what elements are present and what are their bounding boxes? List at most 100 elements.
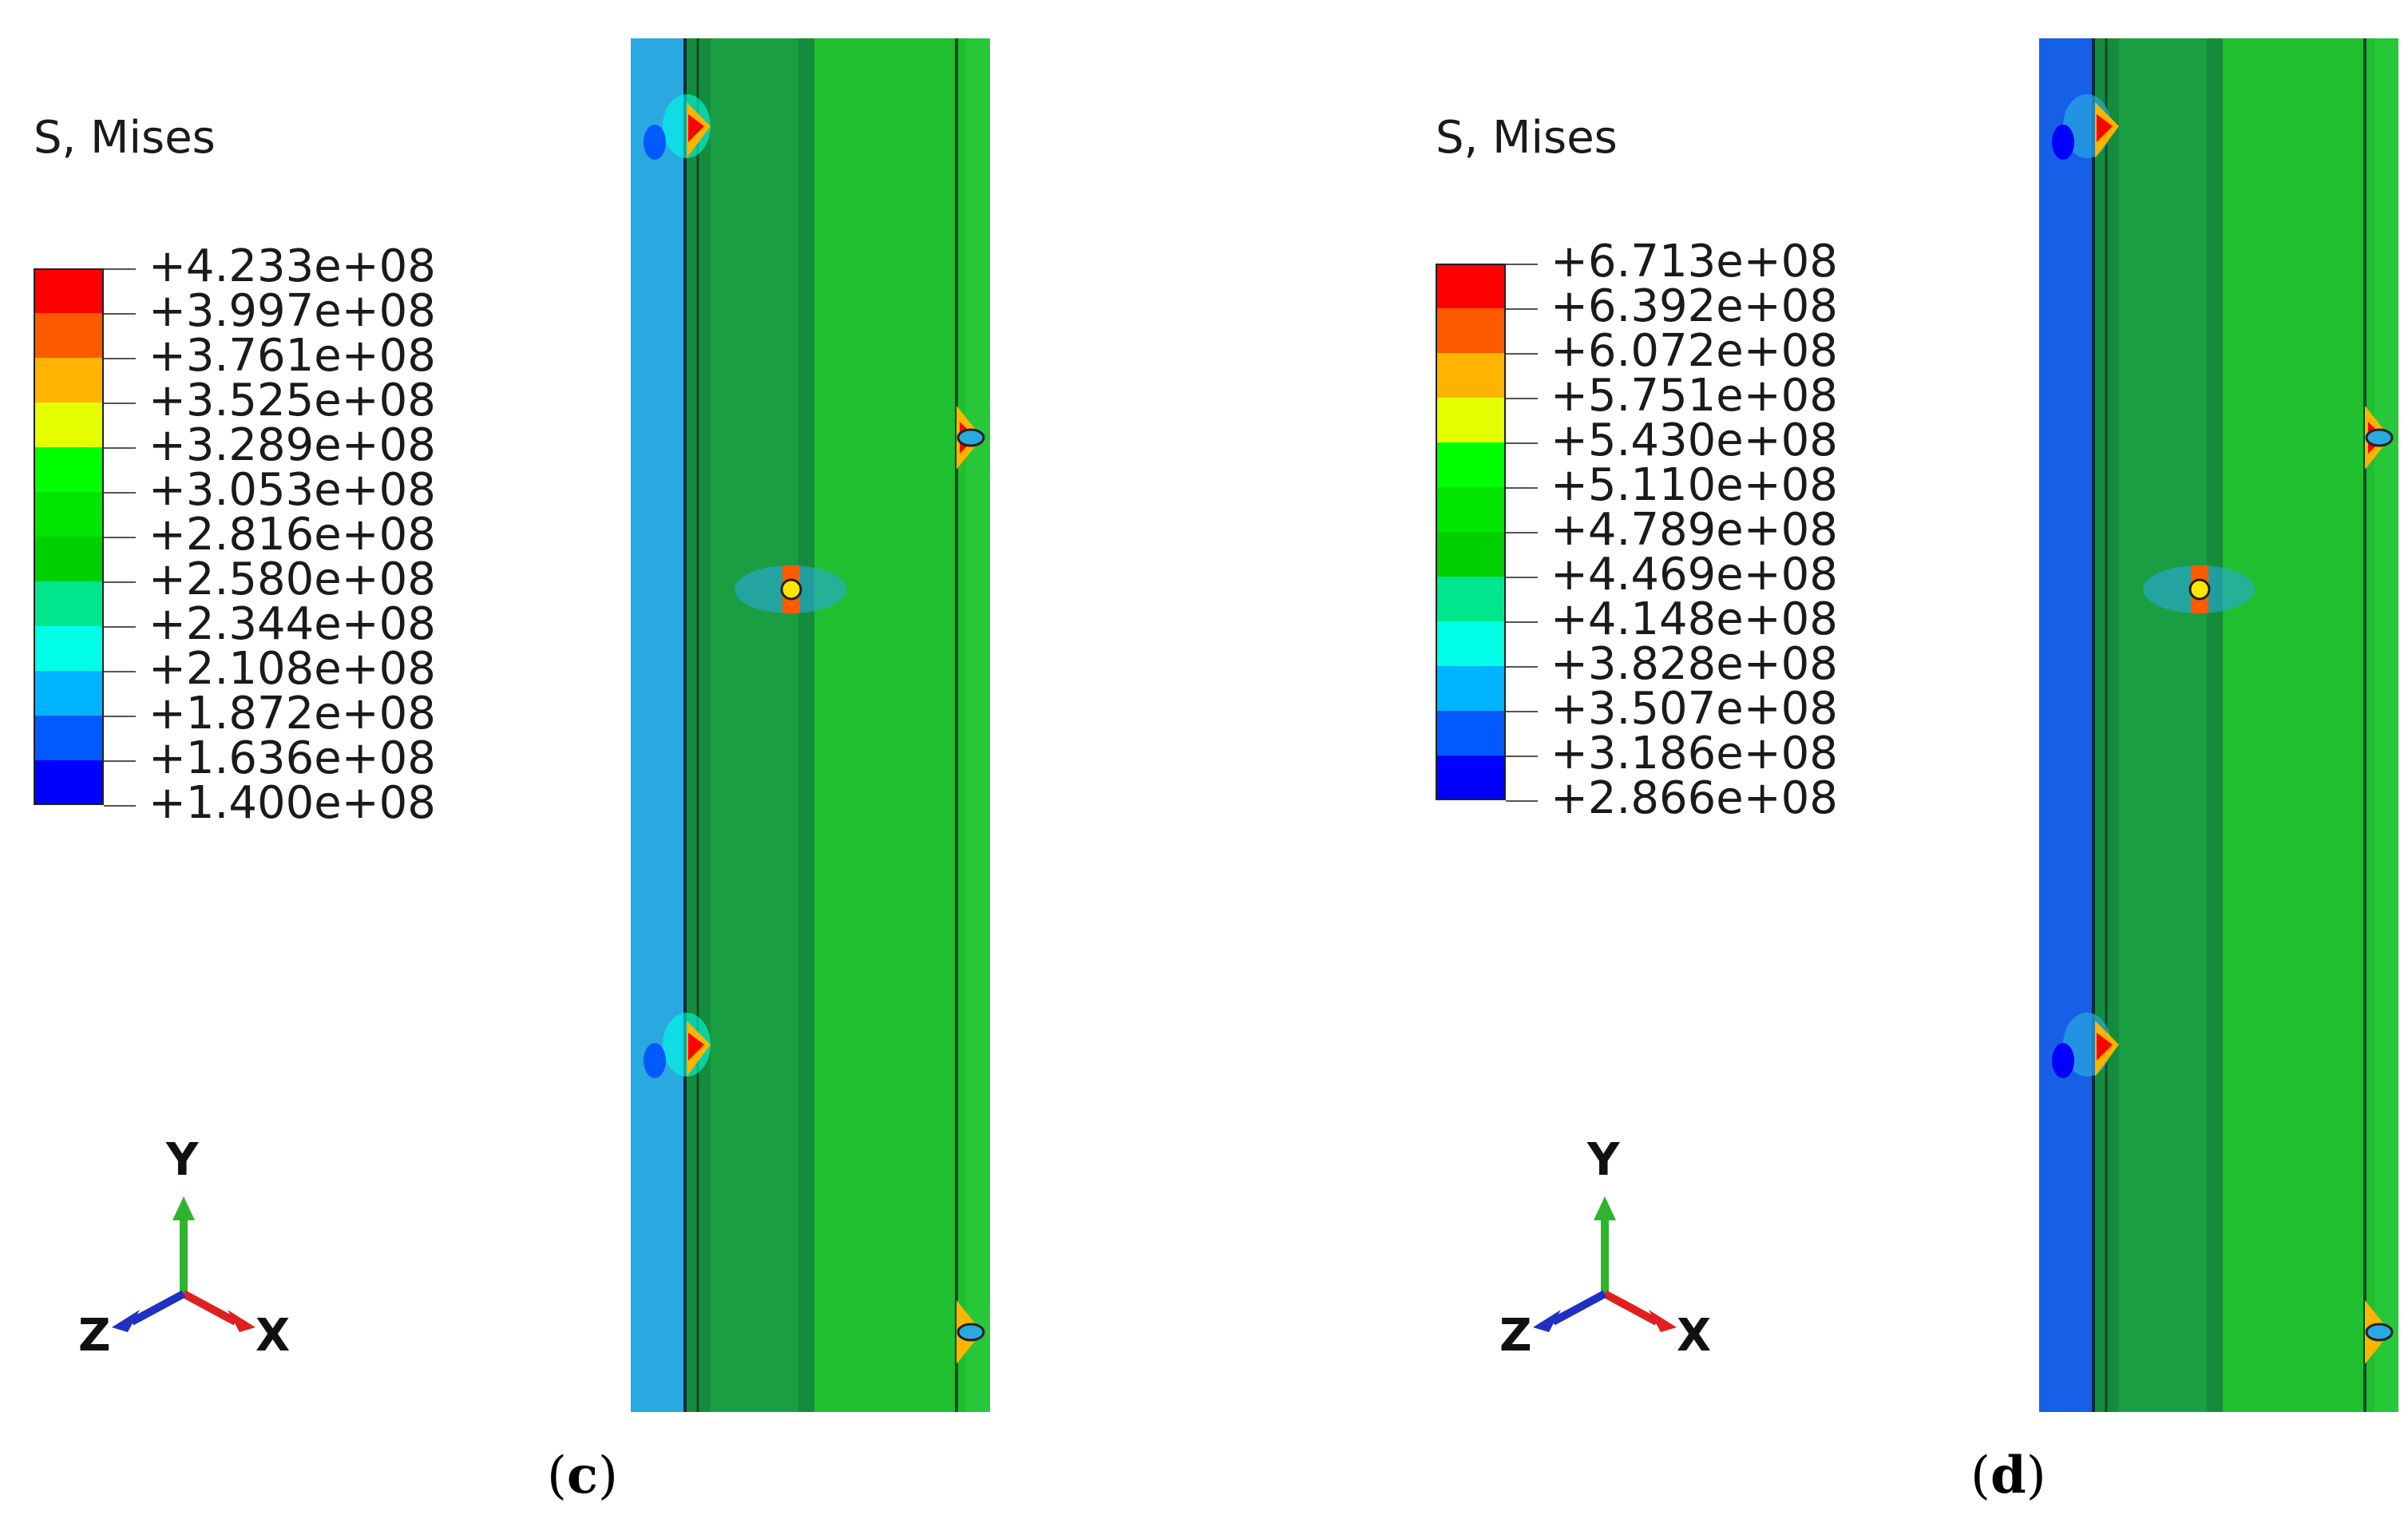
axis-label-z: Z (1499, 1310, 1532, 1362)
legend-tick (1506, 487, 1538, 489)
legend-value-text: +1.400e+08 (149, 777, 436, 829)
stress-contour-model (631, 38, 990, 1412)
stress-concentration-hole (2052, 94, 2119, 160)
legend-value-text: +4.148e+08 (1551, 593, 1838, 645)
legend-swatch (1436, 621, 1506, 666)
legend-swatch (34, 313, 104, 358)
contour-legend-bar (1436, 264, 1506, 800)
legend-value-text: +5.430e+08 (1551, 414, 1838, 466)
legend-swatch (34, 760, 104, 805)
stress-concentration-hole (644, 94, 711, 160)
legend-tick (104, 313, 136, 315)
stress-concentration-hole (735, 565, 846, 613)
legend-tick (1506, 308, 1538, 310)
legend-swatch (1436, 711, 1506, 756)
legend-tick (1506, 532, 1538, 533)
legend-swatch (34, 403, 104, 447)
legend-swatch (1436, 487, 1506, 532)
legend-swatch (34, 358, 104, 403)
legend-value-text: +4.233e+08 (149, 240, 436, 292)
panel-c: S, Mises +4.233e+08+3.997e+08+3.761e+08+… (34, 38, 990, 1505)
legend-swatch (1436, 756, 1506, 800)
stress-concentration-hole (2365, 406, 2394, 470)
legend-value-text: +3.186e+08 (1551, 728, 1838, 779)
legend-tick (1506, 666, 1538, 668)
legend-tick (104, 805, 136, 807)
legend-swatch (34, 268, 104, 313)
stress-concentration-hole (2365, 1300, 2394, 1364)
legend-swatch (34, 716, 104, 760)
legend-swatch (1436, 264, 1506, 308)
legend-tick (1506, 711, 1538, 712)
legend-tick (1506, 577, 1538, 578)
legend-value-text: +5.751e+08 (1551, 370, 1838, 422)
legend-value-text: +2.108e+08 (149, 643, 436, 695)
legend-swatch (1436, 353, 1506, 398)
legend-tick (104, 492, 136, 494)
legend-swatch (34, 492, 104, 537)
axis-label-z: Z (78, 1310, 111, 1362)
legend-tick (104, 581, 136, 583)
legend-value-text: +6.713e+08 (1551, 236, 1838, 288)
legend-swatch (34, 537, 104, 581)
legend-value-text: +2.866e+08 (1551, 772, 1838, 824)
legend-tick (1506, 621, 1538, 623)
legend-value-text: +3.525e+08 (149, 375, 436, 426)
legend-tick (104, 447, 136, 449)
legend-swatch (34, 581, 104, 626)
panel-caption: (c) (547, 1446, 618, 1505)
legend-tick (1506, 442, 1538, 444)
legend-tick (104, 537, 136, 538)
legend-title: S, Mises (1436, 112, 1618, 164)
legend-value-text: +4.789e+08 (1551, 504, 1838, 556)
axis-triad: Y Z X (1485, 1134, 1741, 1374)
legend-swatch (1436, 442, 1506, 487)
legend-value-text: +3.761e+08 (149, 330, 436, 382)
legend-value-text: +4.469e+08 (1551, 549, 1838, 601)
legend-tick (1506, 398, 1538, 399)
panel-caption: (d) (1970, 1446, 2046, 1505)
legend-title: S, Mises (34, 112, 216, 164)
legend-tick (1506, 756, 1538, 757)
legend-value-text: +6.392e+08 (1551, 280, 1838, 332)
axis-label-y: Y (1587, 1134, 1620, 1186)
legend-value-text: +3.289e+08 (149, 419, 436, 471)
legend-swatch (1436, 308, 1506, 353)
legend-value-text: +2.344e+08 (149, 598, 436, 650)
stress-concentration-hole (644, 1013, 711, 1078)
legend-tick (104, 671, 136, 672)
stress-concentration-hole (956, 1300, 985, 1364)
stress-concentration-hole (956, 406, 985, 470)
stress-concentration-hole (2052, 1013, 2119, 1078)
legend-value-text: +3.828e+08 (1551, 638, 1838, 690)
legend-value-text: +2.816e+08 (149, 509, 436, 561)
legend-tick (1506, 264, 1538, 265)
axis-label-x: X (1677, 1310, 1712, 1362)
legend-value-text: +1.872e+08 (149, 688, 436, 740)
legend-tick (104, 760, 136, 762)
legend-tick (104, 403, 136, 404)
legend-tick (1506, 800, 1538, 802)
stress-contour-model (2039, 38, 2398, 1412)
legend-value-text: +3.053e+08 (149, 464, 436, 516)
legend-value-text: +6.072e+08 (1551, 325, 1838, 377)
panel-d: S, Mises +6.713e+08+6.392e+08+6.072e+08+… (1204, 0, 2408, 1527)
legend-swatch (1436, 398, 1506, 442)
axis-triad: Y Z X (64, 1134, 319, 1374)
legend-swatch (1436, 577, 1506, 621)
legend-tick (104, 268, 136, 270)
legend-swatch (34, 626, 104, 671)
axis-label-y: Y (166, 1134, 199, 1186)
legend-swatch (34, 447, 104, 492)
legend-swatch (1436, 532, 1506, 577)
legend-value-text: +1.636e+08 (149, 732, 436, 784)
legend-value-text: +3.507e+08 (1551, 683, 1838, 735)
legend-tick (104, 358, 136, 359)
legend-tick (104, 626, 136, 628)
contour-legend-bar (34, 268, 104, 805)
legend-tick (104, 716, 136, 717)
axis-label-x: X (255, 1310, 291, 1362)
legend-swatch (1436, 666, 1506, 711)
stress-concentration-hole (2143, 565, 2255, 613)
legend-value-text: +5.110e+08 (1551, 459, 1838, 511)
